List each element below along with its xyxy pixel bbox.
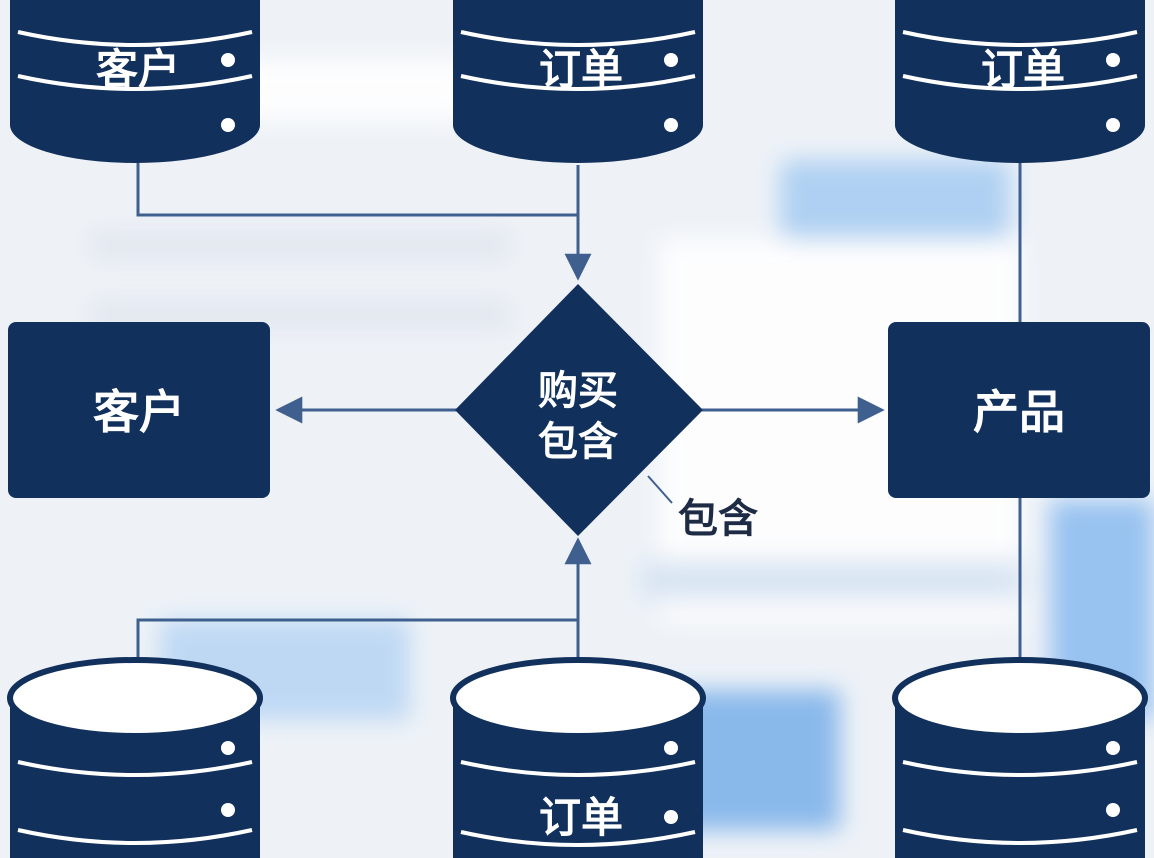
relationship-label-line1: 购买 bbox=[538, 368, 618, 414]
database-bottom-center: 订单 bbox=[450, 657, 706, 858]
connector-top-left-db bbox=[136, 162, 578, 217]
database-label: 订单 bbox=[981, 45, 1065, 94]
entity-product-label: 产品 bbox=[973, 385, 1065, 439]
database-label: 订单 bbox=[539, 45, 623, 94]
relationship-diamond: 购买 包含 bbox=[455, 284, 703, 536]
database-top-right: 订单 bbox=[895, 0, 1145, 163]
connector-bottom-left-db bbox=[136, 618, 578, 660]
edge-label-leader bbox=[647, 475, 673, 504]
connectors bbox=[136, 162, 1022, 660]
database-label: 客户 bbox=[96, 45, 180, 94]
database-bottom-right bbox=[892, 657, 1148, 858]
relationship-label-line2: 包含 bbox=[538, 419, 618, 465]
entity-customer-label: 客户 bbox=[93, 385, 185, 439]
database-bottom-left bbox=[7, 657, 263, 858]
database-top-center: 订单 bbox=[453, 0, 703, 163]
database-top-left: 客户 bbox=[10, 0, 260, 163]
entity-product: 产品 bbox=[888, 322, 1150, 498]
entity-customer: 客户 bbox=[8, 322, 270, 498]
database-label: 订单 bbox=[539, 793, 623, 842]
edge-label: 包含 bbox=[678, 496, 758, 542]
